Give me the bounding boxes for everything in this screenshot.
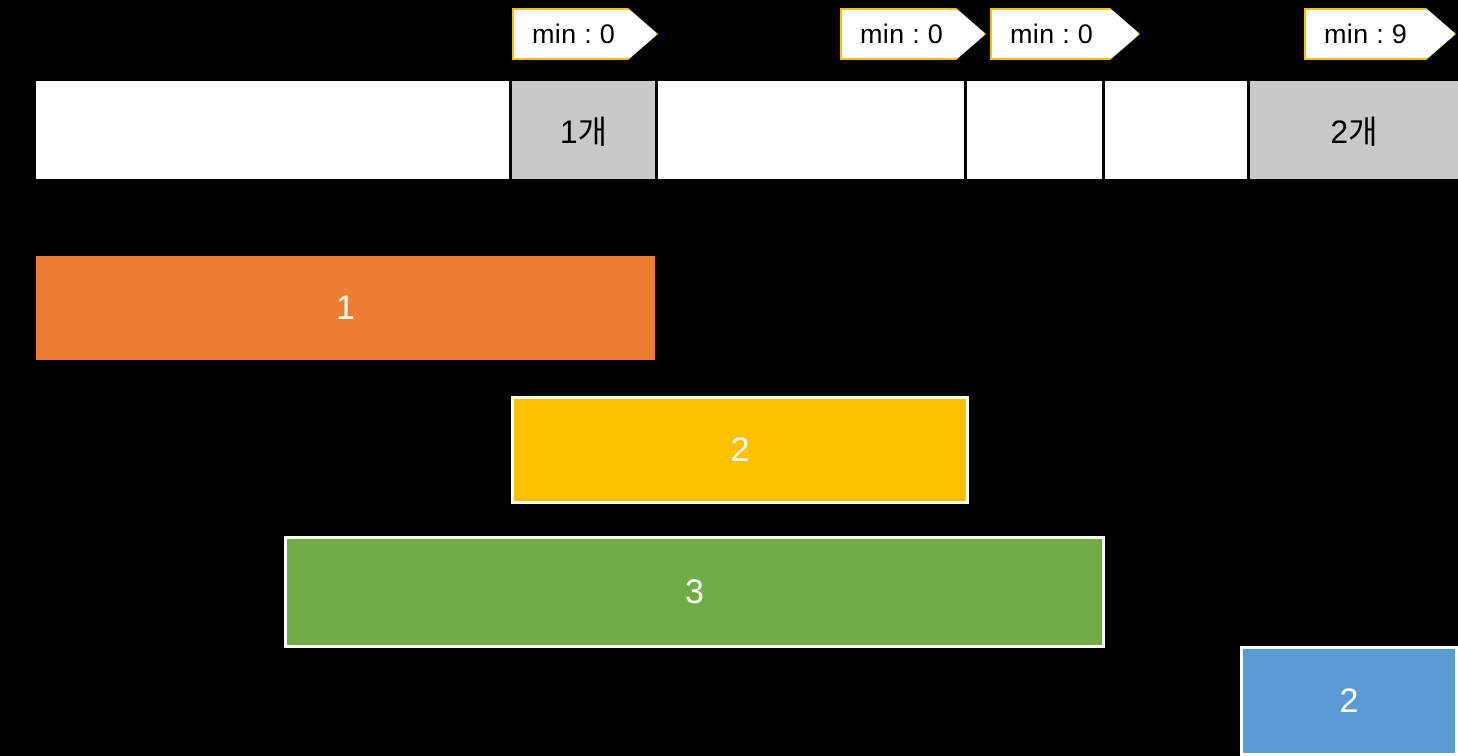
table-cell-label: 1개	[559, 114, 608, 150]
task-bar-label: 2	[1339, 682, 1359, 720]
callout-label: min : 0	[1010, 18, 1094, 49]
callout-label: min : 9	[1324, 18, 1408, 49]
callout-label: min : 0	[532, 18, 616, 49]
task-bar-label: 2	[730, 431, 750, 469]
table-cell-count-2[interactable]: 2개	[1250, 81, 1458, 179]
table-cell[interactable]	[658, 81, 967, 179]
callout-label: min : 0	[860, 18, 944, 49]
task-bar-4[interactable]: 2	[1240, 646, 1458, 756]
callout-min-0-c[interactable]: min : 0	[990, 8, 1140, 60]
table-cell-label: 2개	[1330, 114, 1378, 150]
callout-min-9[interactable]: min : 9	[1304, 8, 1456, 60]
table-cell[interactable]	[967, 81, 1105, 179]
task-bar-2[interactable]: 2	[511, 396, 969, 504]
table-cell[interactable]	[36, 81, 512, 179]
table-cell-count-1[interactable]: 1개	[512, 81, 658, 179]
task-bar-1[interactable]: 1	[36, 256, 655, 360]
task-bar-label: 3	[685, 573, 704, 611]
callout-min-0-a[interactable]: min : 0	[512, 8, 658, 60]
callout-min-0-b[interactable]: min : 0	[840, 8, 986, 60]
table-cell[interactable]	[1105, 81, 1250, 179]
count-table: 1개 2개	[36, 78, 1458, 182]
task-bar-3[interactable]: 3	[284, 536, 1105, 648]
task-bar-label: 1	[336, 289, 355, 327]
